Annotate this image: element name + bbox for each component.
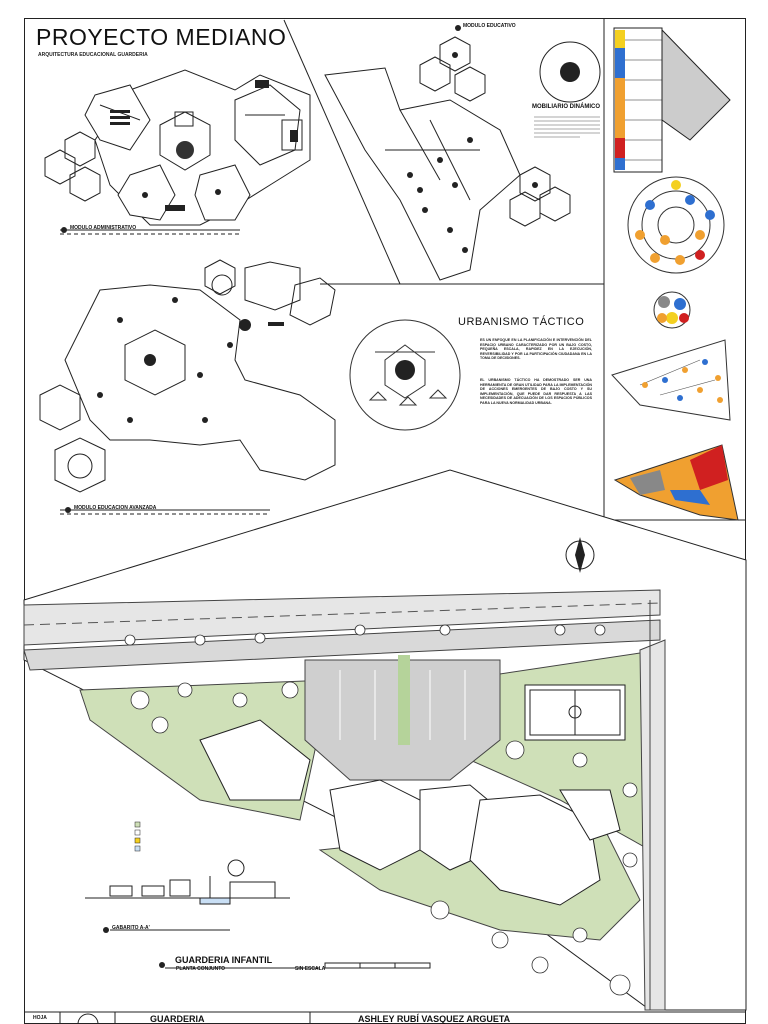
- urbanism-diagram: [349, 319, 461, 431]
- dynamic-furniture-heading: MOBILIARIO DINÁMICO: [532, 104, 600, 110]
- advanced-furniture: [97, 297, 284, 423]
- urbanism-paragraph-1: ES UN ENFOQUE EN LA PLANIFICACIÓN E INTE…: [480, 338, 592, 361]
- legend-swatches: [134, 821, 141, 852]
- bubble-diagram: [627, 176, 725, 274]
- sheet-subtitle: ARQUITECTURA EDUCACIONAL GUARDERIA: [38, 52, 148, 58]
- urbanism-paragraph-2: EL URBANISMO TÁCTICO HA DEMOSTRADO SER U…: [480, 378, 592, 405]
- admin-furniture: [110, 80, 298, 211]
- compass-icon: [565, 537, 595, 573]
- advanced-module-label: MODULO EDUCACION AVANZADA: [74, 505, 157, 511]
- sheet-number-label: HOJA: [33, 1015, 47, 1021]
- title-block-lines: [24, 1011, 746, 1024]
- site-plan: [23, 469, 747, 1011]
- section-label: GABARITO A-A': [112, 925, 150, 931]
- site-plan-label: GUARDERIA INFANTIL: [175, 955, 273, 965]
- zoning-table: [613, 27, 731, 173]
- site-plan-sublabel: PLANTA CONJUNTO: [176, 966, 226, 972]
- site-trees: [124, 624, 638, 996]
- author-name: ASHLEY RUBÍ VASQUEZ ARGUETA: [358, 1014, 511, 1024]
- project-name: GUARDERIA: [150, 1014, 205, 1024]
- scale-label: SIN ESCALA: [295, 966, 326, 972]
- edu-furniture: [407, 52, 538, 253]
- panel-dividers: [283, 18, 746, 521]
- edu-module-label: MODULO EDUCATIVO: [463, 23, 516, 29]
- urbanism-heading: URBANISMO TÁCTICO: [458, 316, 585, 328]
- network-diagram: [611, 339, 731, 421]
- relation-diagram: [653, 291, 691, 329]
- north-markers: [61, 25, 461, 968]
- section-drawing: [85, 859, 290, 905]
- sheet-title: PROYECTO MEDIANO: [36, 24, 287, 50]
- dynamic-furniture-lines: [534, 116, 600, 138]
- edu-module-plan: [324, 36, 601, 281]
- scale-bars: [110, 929, 431, 969]
- admin-module-plan: [44, 69, 311, 235]
- zoning-site-diagram: [613, 444, 739, 521]
- advanced-module-plan: [39, 259, 336, 515]
- admin-module-label: MODULO ADMINISTRATIVO: [70, 225, 137, 231]
